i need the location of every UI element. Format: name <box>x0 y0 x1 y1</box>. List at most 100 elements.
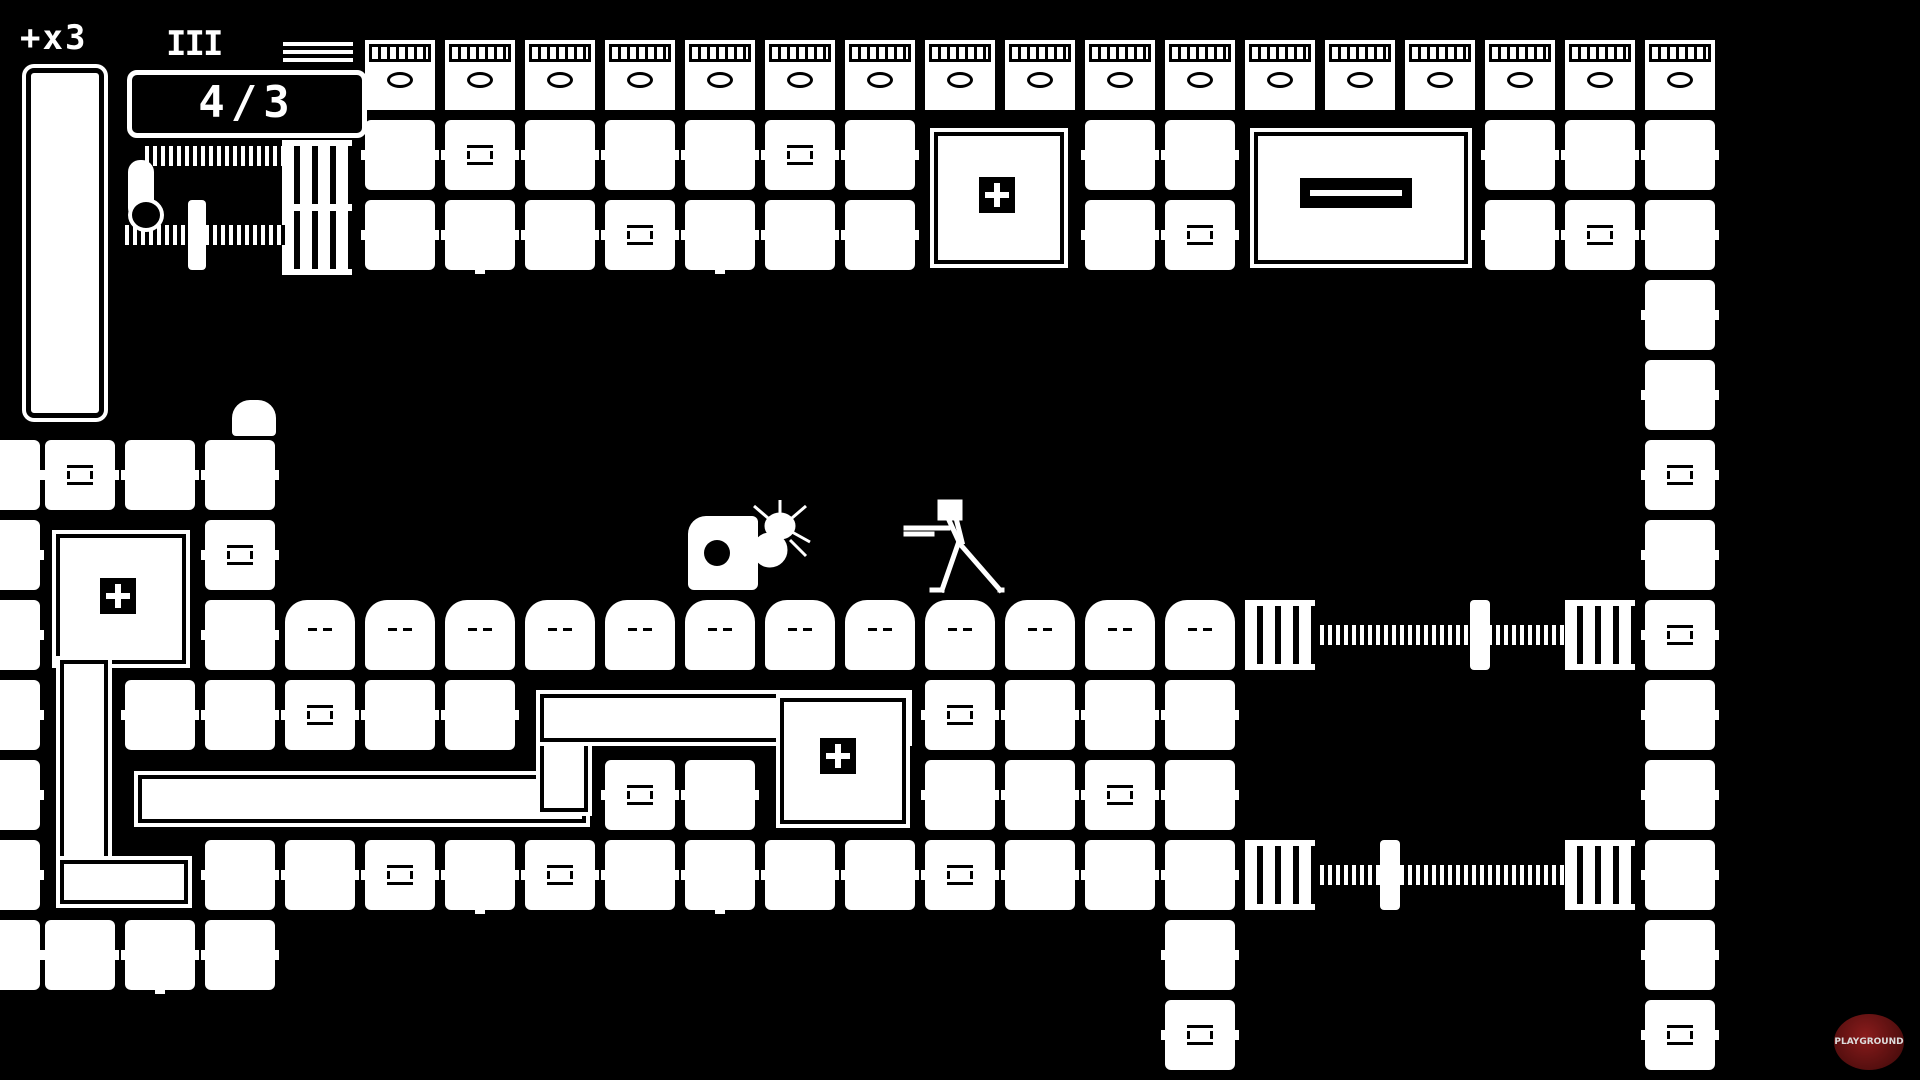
wall-tile <box>1641 920 1719 990</box>
wall-tile <box>1081 840 1159 910</box>
wall-tile <box>1481 120 1559 190</box>
vent-tile <box>525 40 595 110</box>
wall-tile <box>1641 1000 1719 1070</box>
vent-strip <box>283 40 353 62</box>
wall-tile <box>1641 760 1719 830</box>
wall-tile <box>1161 200 1239 270</box>
floor-block <box>1165 600 1235 670</box>
player-gunner-icon <box>903 499 1005 594</box>
wall-tile <box>0 840 44 910</box>
vent-tile <box>445 40 515 110</box>
floor-block <box>365 600 435 670</box>
wall-tile <box>1081 200 1159 270</box>
slot-bar <box>1300 178 1412 208</box>
riveted-panel-wide <box>1250 128 1472 268</box>
riveted-panel <box>776 694 910 828</box>
wall-tile <box>521 120 599 190</box>
health-bar <box>26 68 104 418</box>
vent-tile <box>925 40 995 110</box>
wall-tile <box>1641 600 1719 670</box>
vent-tile <box>605 40 675 110</box>
objective-counter: 4/3 <box>127 70 367 138</box>
wall-tile <box>521 200 599 270</box>
wall-tile <box>281 680 359 750</box>
wall-tile <box>1641 120 1719 190</box>
floor-block <box>605 600 675 670</box>
vent-tile <box>1005 40 1075 110</box>
vent-tile <box>1245 40 1315 110</box>
floor-block <box>765 600 835 670</box>
wall-tile <box>361 840 439 910</box>
wall-tile <box>1641 520 1719 590</box>
wall-tile <box>521 840 599 910</box>
wall-tile <box>1641 440 1719 510</box>
wall-tile <box>0 600 44 670</box>
wall-tile <box>441 200 519 274</box>
vent-tile <box>1565 40 1635 110</box>
rivet-cross-icon <box>820 738 856 774</box>
wall-tile <box>1161 840 1239 910</box>
ammo-counter: +x3 <box>20 18 88 58</box>
wall-tile <box>1641 280 1719 350</box>
vent-tile <box>1405 40 1475 110</box>
riveted-panel <box>930 128 1068 268</box>
wall-tile <box>681 200 759 274</box>
watermark-logo: PLAYGROUND <box>1834 1014 1904 1070</box>
floor-block <box>685 600 755 670</box>
wall-tile <box>1081 760 1159 830</box>
wall-tile <box>921 680 999 750</box>
grate-block <box>1245 840 1315 910</box>
wall-tile <box>1081 680 1159 750</box>
grille <box>145 146 285 166</box>
wall-tile <box>0 920 44 990</box>
wall-tile <box>441 840 519 914</box>
wall-tile <box>681 840 759 914</box>
grate-block <box>1565 600 1635 670</box>
enemy-spider-bot <box>752 500 811 568</box>
lever-knob <box>128 198 164 232</box>
wall-tile <box>921 840 999 910</box>
wall-tile <box>1161 1000 1239 1070</box>
wall-tile <box>201 840 279 910</box>
wall-tile <box>201 520 279 590</box>
floor-block <box>925 600 995 670</box>
grate-block <box>1245 600 1315 670</box>
wall-tile <box>601 760 679 830</box>
grate-block <box>282 140 352 210</box>
floor-block <box>1005 600 1075 670</box>
wall-tile <box>361 680 439 750</box>
wall-tile <box>761 120 839 190</box>
rail-post <box>1380 840 1400 910</box>
wall-tile <box>1161 920 1239 990</box>
wall-tile <box>1641 360 1719 430</box>
floor-block <box>525 600 595 670</box>
wall-tile <box>0 520 44 590</box>
wall-tile <box>361 200 439 270</box>
vent-tile <box>1325 40 1395 110</box>
wall-tile <box>1561 200 1639 270</box>
rail-post <box>1470 600 1490 670</box>
dome-button <box>232 400 276 436</box>
rivet-cross-icon <box>979 177 1015 213</box>
vent-tile <box>685 40 755 110</box>
wall-tile <box>1161 120 1239 190</box>
wall-tile <box>41 920 119 990</box>
wall-tile <box>761 840 839 910</box>
vent-tile <box>1645 40 1715 110</box>
wall-tile <box>1001 680 1079 750</box>
wall-tile <box>601 120 679 190</box>
wall-tile <box>281 840 359 910</box>
wall-tile <box>201 440 279 510</box>
rivet-cross-icon <box>100 578 136 614</box>
vent-tile <box>845 40 915 110</box>
wall-tile <box>0 760 44 830</box>
wall-tile <box>201 600 279 670</box>
wall-tile <box>681 120 759 190</box>
grate-block <box>1565 840 1635 910</box>
wall-tile <box>601 840 679 910</box>
grate-block <box>282 205 352 275</box>
wall-tile <box>41 440 119 510</box>
wall-tile <box>1561 120 1639 190</box>
pipe-horizontal <box>60 860 188 904</box>
turret-block <box>688 516 758 590</box>
